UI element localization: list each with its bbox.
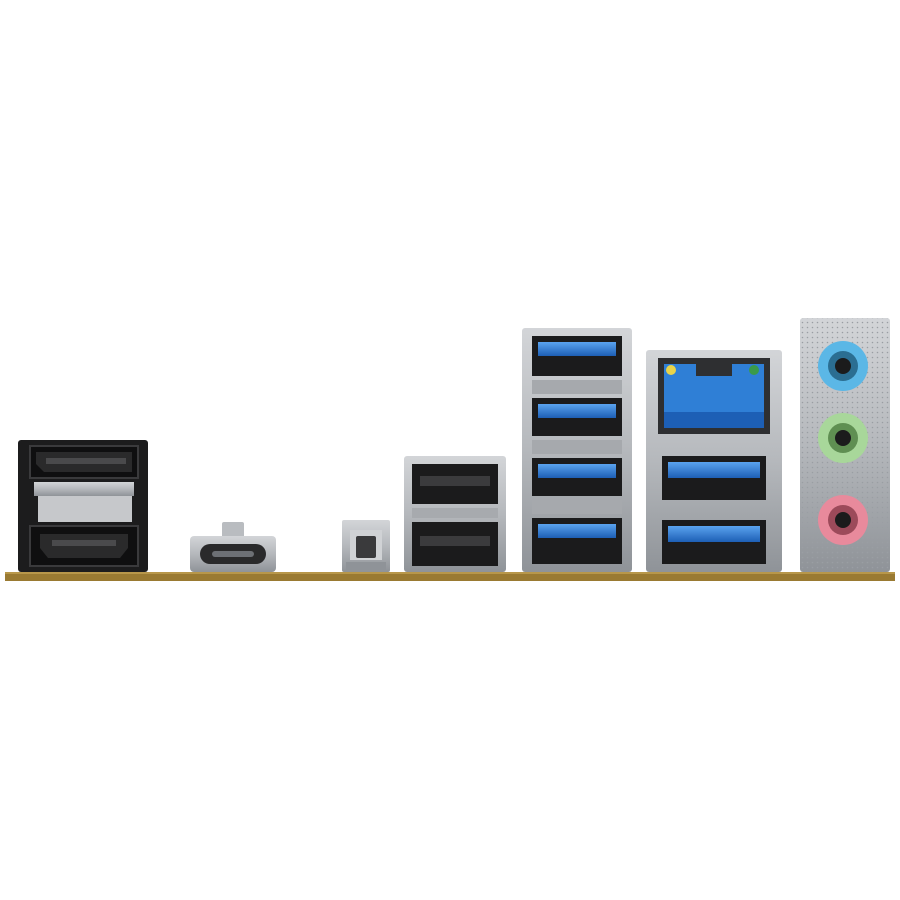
usb3-port-1[interactable]	[532, 336, 622, 376]
audio-line-in-jack[interactable]	[818, 341, 868, 391]
usb-c-port[interactable]	[190, 522, 276, 572]
usb3-port-4[interactable]	[532, 518, 622, 564]
usb3-quad-stack	[522, 328, 632, 572]
audio-line-out-jack[interactable]	[818, 413, 868, 463]
usb3-port-3[interactable]	[532, 458, 622, 496]
lan-led-left	[666, 365, 676, 375]
usb3-port-5[interactable]	[662, 456, 766, 500]
usb3-port-2[interactable]	[532, 398, 622, 436]
lan-led-right	[749, 365, 759, 375]
audio-jacks	[800, 318, 890, 572]
bios-flashback-button[interactable]	[342, 520, 390, 572]
usb2-stack	[404, 456, 506, 572]
displayport-hdmi-stack	[18, 440, 148, 572]
usb3-port-6[interactable]	[662, 520, 766, 564]
pcb-edge	[5, 572, 895, 581]
pcb-edge-highlight	[5, 572, 895, 574]
rj45-lan-port[interactable]	[658, 358, 770, 434]
lan-usb3-stack	[646, 350, 782, 572]
audio-mic-jack[interactable]	[818, 495, 868, 545]
